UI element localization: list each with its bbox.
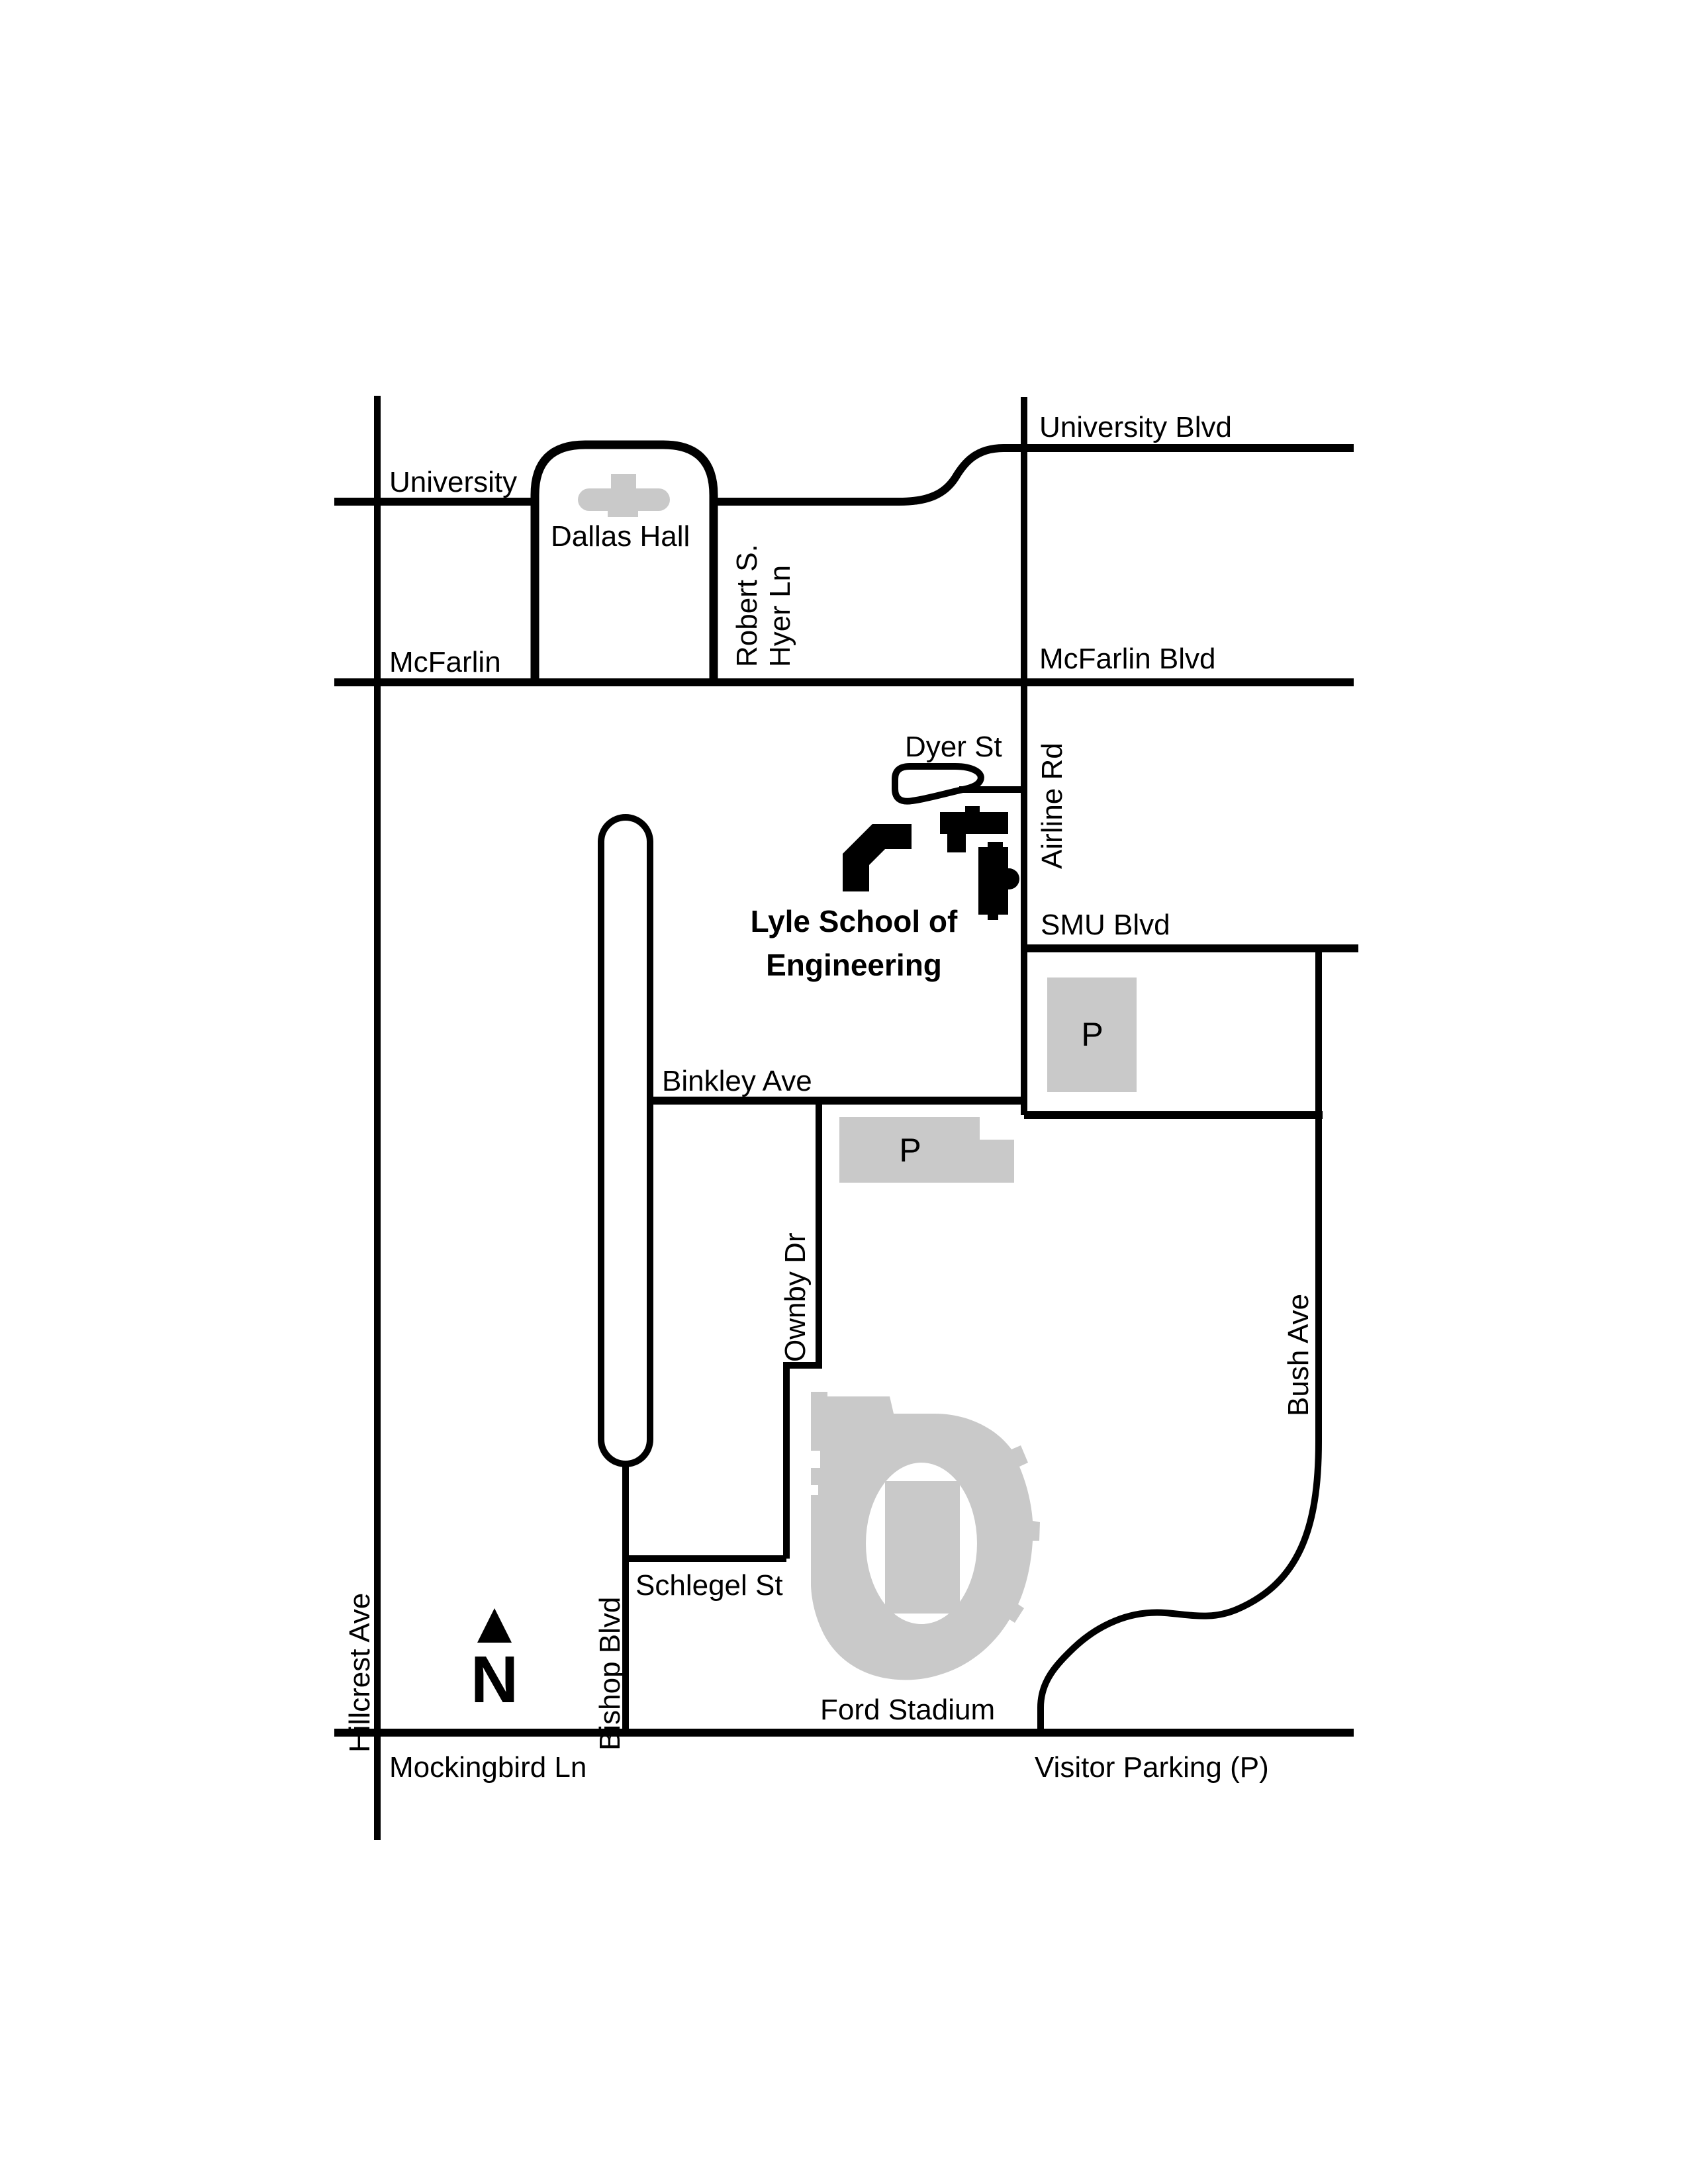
dallas-hall-north-wing: [611, 474, 636, 492]
label-mcfarlin: McFarlin: [389, 646, 501, 678]
north-arrow-icon: [477, 1608, 512, 1643]
label-hyer-ln: Hyer Ln: [764, 565, 796, 667]
lyle-building-east-rotunda: [998, 868, 1019, 889]
label-ford-stadium: Ford Stadium: [820, 1694, 995, 1726]
compass: N: [471, 1608, 518, 1717]
ford-stadium-details: [811, 1451, 977, 1624]
label-mcfarlin-blvd: McFarlin Blvd: [1039, 643, 1216, 675]
label-parking-p-smu: P: [1081, 1016, 1103, 1053]
lyle-buildings: [843, 806, 1019, 920]
label-bishop-blvd: Bishop Blvd: [594, 1597, 626, 1751]
parking-lot-smu: [1047, 978, 1137, 1092]
lyle-building-west: [843, 824, 912, 891]
road-dyer-loop: [892, 763, 984, 805]
lyle-building-north: [940, 806, 1008, 852]
label-university: University: [389, 466, 517, 498]
stadium-field: [885, 1481, 960, 1614]
label-airline-rd: Airline Rd: [1036, 743, 1068, 869]
label-lyle-school-line2: Engineering: [766, 948, 942, 982]
north-letter: N: [471, 1643, 518, 1717]
label-visitor-parking-legend: Visitor Parking (P): [1035, 1751, 1269, 1784]
label-ownby-dr: Ownby Dr: [779, 1232, 812, 1362]
parking-lot-binkley: [839, 1117, 1014, 1183]
label-binkley-ave: Binkley Ave: [662, 1065, 812, 1097]
label-bush-ave: Bush Ave: [1282, 1294, 1315, 1416]
label-mockingbird-ln: Mockingbird Ln: [389, 1751, 586, 1784]
stadium-notch-left-lower: [811, 1485, 818, 1495]
label-robert-s: Robert S.: [731, 544, 763, 667]
road-bishop-blvd-oval: [598, 814, 653, 1467]
label-university-blvd: University Blvd: [1039, 411, 1232, 443]
label-dallas-hall: Dallas Hall: [551, 520, 690, 553]
dallas-hall-main-wing: [578, 488, 670, 511]
label-hillcrest-ave: Hillcrest Ave: [344, 1593, 376, 1752]
label-parking-p-binkley: P: [899, 1132, 921, 1169]
labels: University Blvd University McFarlin McFa…: [344, 411, 1315, 1784]
road-bush-ave: [1037, 952, 1322, 1733]
dallas-hall-building: [578, 474, 670, 517]
dallas-hall-south-wing: [608, 508, 638, 517]
lyle-building-east: [978, 842, 1008, 920]
road-university-blvd: [714, 444, 1354, 506]
label-smu-blvd: SMU Blvd: [1041, 909, 1170, 941]
road-dallas-hall-loop: [530, 440, 718, 686]
label-dyer-st: Dyer St: [905, 731, 1002, 763]
stadium-notch-left-upper: [811, 1451, 820, 1468]
road-ownby-dr: [783, 1101, 822, 1559]
label-schlegel-st: Schlegel St: [635, 1569, 783, 1602]
label-robert-s-hyer-ln: Robert S.Hyer Ln: [731, 544, 796, 667]
roads: [334, 396, 1358, 1840]
label-lyle-school-line1: Lyle School of: [751, 904, 958, 938]
